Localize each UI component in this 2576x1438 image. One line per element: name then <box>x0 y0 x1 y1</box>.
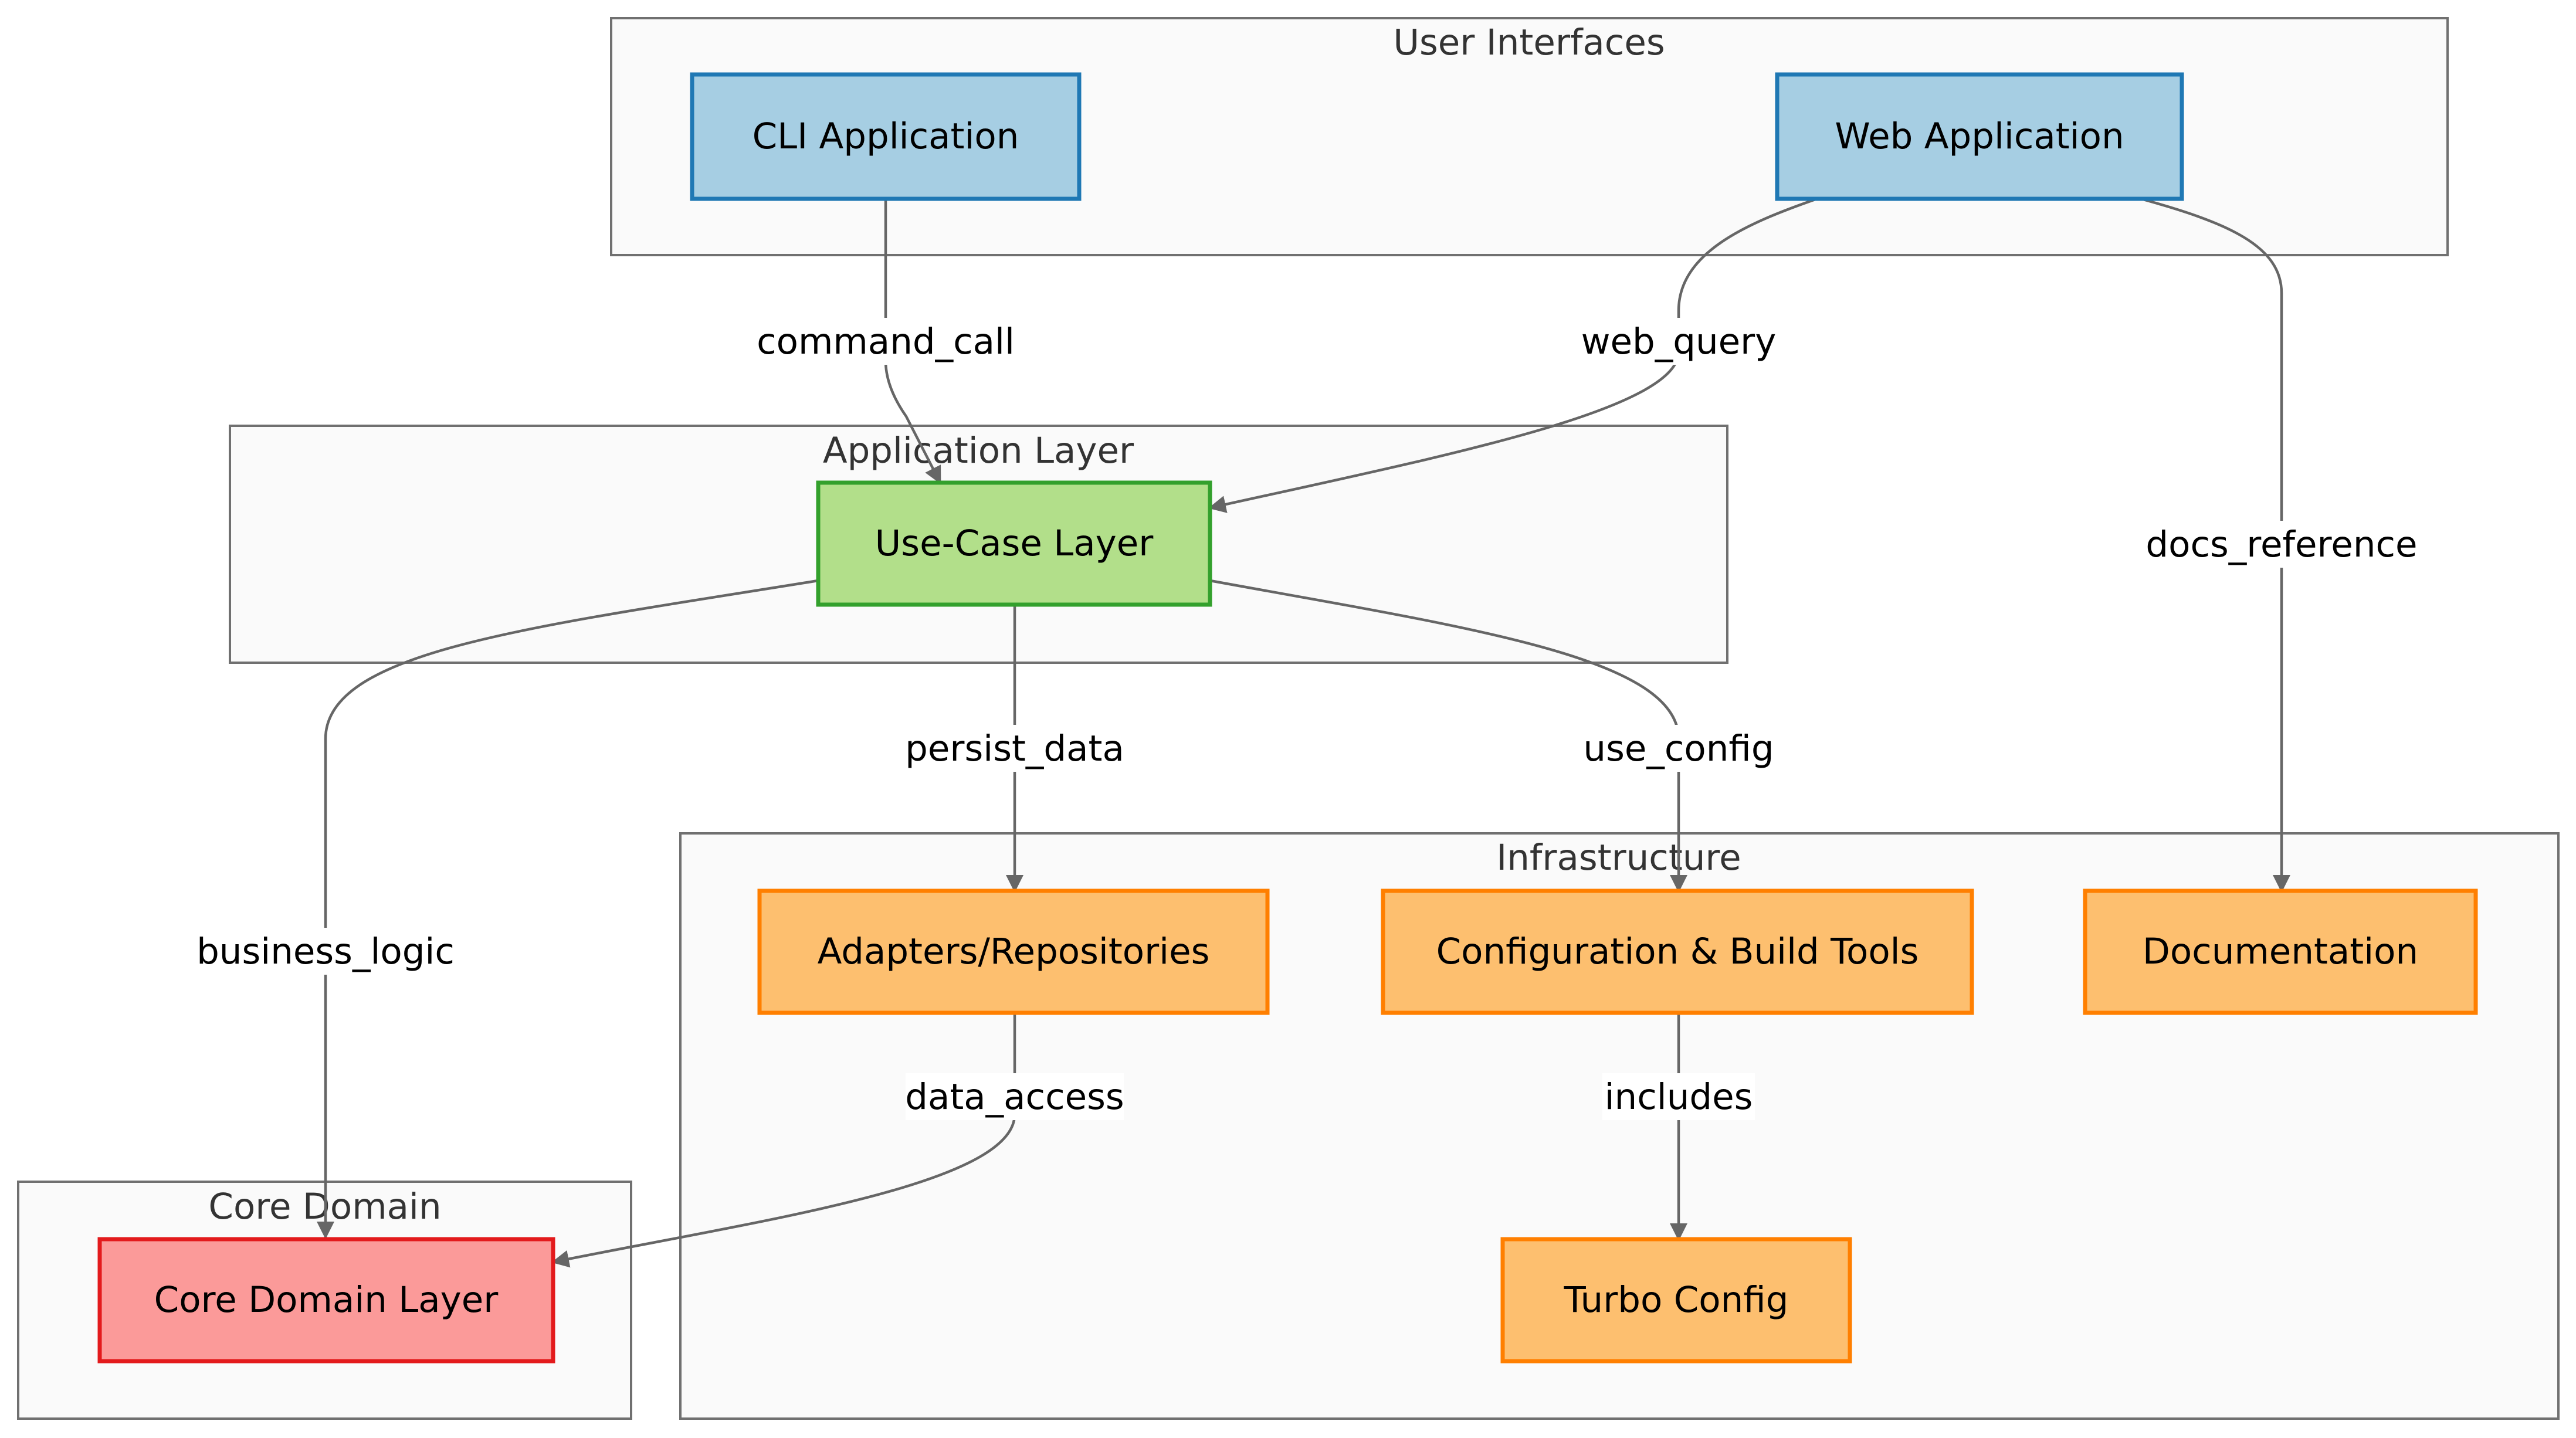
edge-label-use-config: use_config <box>1583 728 1774 769</box>
edge-label-command-call: command_call <box>757 321 1015 362</box>
edge-label-business-logic: business_logic <box>196 931 455 972</box>
node-label-turbo-config: Turbo Config <box>1564 1279 1789 1321</box>
node-documentation: Documentation <box>2083 888 2478 1015</box>
node-label-adapters-repositories: Adapters/Repositories <box>818 931 1210 972</box>
node-label-web-application: Web Application <box>1835 116 2124 157</box>
node-core-domain-layer: Core Domain Layer <box>97 1237 555 1364</box>
edge-use-config <box>1209 579 1687 893</box>
edge-label-persist-data: persist_data <box>905 728 1124 769</box>
edge-label-includes: includes <box>1605 1076 1753 1118</box>
edge-web-query <box>1208 197 1818 513</box>
node-use-case-layer: Use-Case Layer <box>816 480 1212 607</box>
edge-business-logic <box>317 579 819 1239</box>
cluster-title-user-interfaces: User Interfaces <box>1393 22 1665 63</box>
edge-label-web-query: web_query <box>1581 321 1777 362</box>
node-label-documentation: Documentation <box>2143 931 2418 972</box>
edge-label-data-access: data_access <box>905 1076 1124 1118</box>
edge-labels: command_call web_query docs_reference pe… <box>196 318 2418 1120</box>
cluster-title-application-layer: Application Layer <box>823 430 1134 472</box>
node-label-configuration-build-tools: Configuration & Build Tools <box>1436 931 1919 972</box>
edge-label-docs-reference: docs_reference <box>2145 524 2417 565</box>
node-label-use-case-layer: Use-Case Layer <box>875 523 1154 564</box>
node-turbo-config: Turbo Config <box>1500 1237 1852 1364</box>
node-configuration-build-tools: Configuration & Build Tools <box>1381 888 1974 1015</box>
node-web-application: Web Application <box>1775 72 2184 201</box>
node-adapters-repositories: Adapters/Repositories <box>757 888 1270 1015</box>
node-label-cli-application: CLI Application <box>753 116 1019 157</box>
edge-data-access <box>551 1013 1016 1268</box>
node-label-core-domain-layer: Core Domain Layer <box>154 1279 499 1321</box>
cluster-title-infrastructure: Infrastructure <box>1496 837 1741 879</box>
edge-docs-reference <box>2140 197 2290 893</box>
node-cli-application: CLI Application <box>690 72 1082 201</box>
